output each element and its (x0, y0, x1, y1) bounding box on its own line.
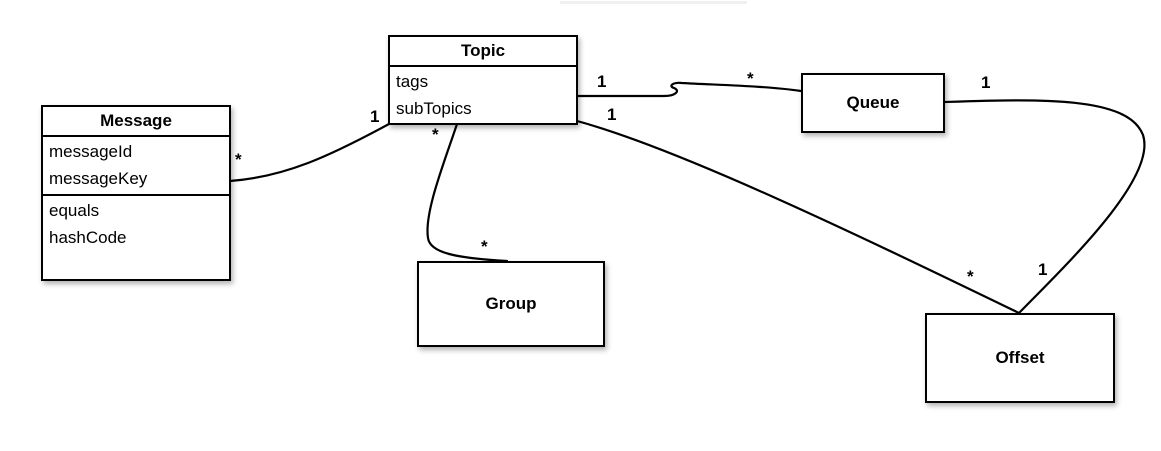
association-topic-queue (575, 81, 803, 98)
association-queue-offset (943, 99, 1146, 315)
multiplicity-topic-end-of-message-link: 1 (370, 107, 380, 126)
attribute-subtopics: subTopics (396, 99, 472, 118)
attribute-messageid: messageId (49, 142, 133, 161)
class-box-queue: Queue (801, 73, 945, 133)
class-title-topic: Topic (390, 37, 576, 67)
class-box-offset: Offset (925, 313, 1115, 403)
class-box-group: Group (417, 261, 605, 347)
method-equals: equals (49, 201, 100, 220)
class-title-queue: Queue (846, 93, 900, 112)
multiplicity-offset-end-of-queue-link: 1 (1038, 260, 1048, 279)
methods-message: equals hashCode (43, 196, 229, 253)
top-cropped-strip (560, 1, 747, 4)
multiplicity-topic-end-of-offset-link: 1 (607, 105, 617, 124)
class-box-topic: Topic tags subTopics (388, 35, 578, 125)
association-topic-offset (575, 119, 1021, 315)
association-message-topic (228, 122, 391, 183)
attributes-message: messageId messageKey (43, 137, 229, 196)
multiplicity-queue-end-of-offset-link: 1 (981, 73, 991, 92)
attribute-tags: tags (396, 72, 429, 91)
multiplicity-group-end: * (481, 237, 488, 256)
class-box-message: Message messageId messageKey equals hash… (41, 105, 231, 281)
class-title-group: Group (485, 294, 537, 313)
multiplicity-topic-end-of-queue-link: 1 (597, 72, 607, 91)
multiplicity-topic-end-of-group-link: * (432, 125, 439, 144)
multiplicity-queue-end: * (747, 69, 754, 88)
method-hashcode: hashCode (49, 228, 127, 247)
multiplicity-offset-end-of-topic-link: * (967, 267, 974, 286)
class-title-message: Message (43, 107, 229, 137)
multiplicity-message-end: * (235, 150, 242, 169)
class-title-offset: Offset (995, 348, 1045, 367)
attributes-topic: tags subTopics (390, 67, 576, 124)
attribute-messagekey: messageKey (49, 169, 148, 188)
association-topic-group (426, 122, 509, 263)
